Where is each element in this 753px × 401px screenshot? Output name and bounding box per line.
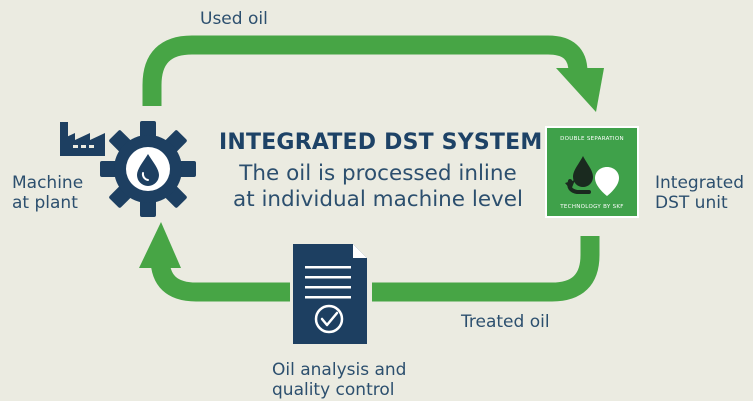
used-oil-label: Used oil xyxy=(200,9,268,29)
unit-label-line2: DST unit xyxy=(655,193,728,213)
machine-label-line1: Machine xyxy=(12,173,84,193)
oil-drops-icon xyxy=(565,156,619,196)
subtitle-line2: at individual machine level xyxy=(233,187,523,212)
diagram-subtitle: The oil is processed inline at individua… xyxy=(218,161,538,213)
machine-label-line2: at plant xyxy=(12,193,78,213)
analysis-label-line2: quality control xyxy=(272,380,395,400)
return-arrowhead xyxy=(139,222,181,268)
gear-oil-drop-icon xyxy=(100,121,196,217)
unit-label-line1: Integrated xyxy=(655,173,745,193)
subtitle-line1: The oil is processed inline xyxy=(239,161,517,186)
treated-oil-label: Treated oil xyxy=(461,312,550,332)
used-oil-arrow xyxy=(142,35,588,106)
factory-icon xyxy=(60,122,105,156)
diagram-title: INTEGRATED DST SYSTEM xyxy=(219,130,543,155)
document-check-icon xyxy=(293,244,367,344)
used-oil-arrowhead xyxy=(556,68,604,112)
return-arrow xyxy=(150,250,290,302)
dst-unit-badge: DOUBLE SEPARATION TECHNOLOGY BY SKF xyxy=(545,126,639,218)
badge-top-text: DOUBLE SEPARATION xyxy=(560,136,624,142)
treated-oil-arrow xyxy=(372,236,600,302)
badge-bottom-text: TECHNOLOGY BY SKF xyxy=(560,204,624,210)
analysis-label-line1: Oil analysis and xyxy=(272,360,407,380)
